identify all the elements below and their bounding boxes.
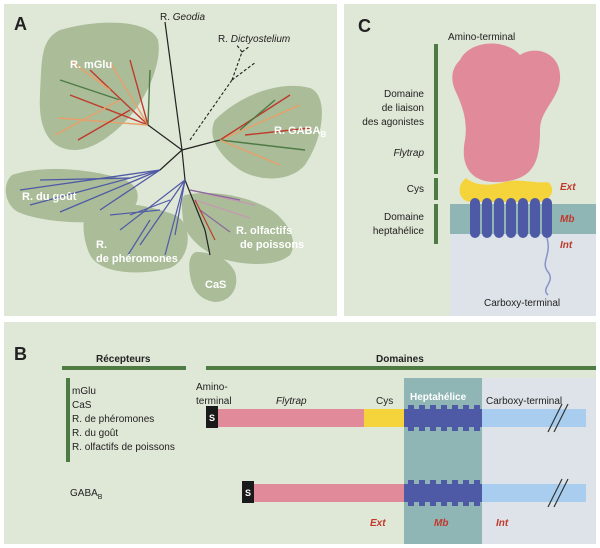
cys-bar-1 xyxy=(364,409,404,427)
pheromone-branches xyxy=(109,179,186,256)
flytrap-label-c: Flytrap xyxy=(393,148,424,159)
int-label-b: Int xyxy=(496,518,509,529)
amino-label-1: Amino- xyxy=(196,382,228,393)
recepteurs-header: Récepteurs xyxy=(96,354,151,365)
domain-bar-group: S xyxy=(206,403,586,433)
domaine-hepta-2: heptahélice xyxy=(373,226,425,237)
hepta-ticks-1 xyxy=(408,405,480,431)
receptor-item-mglu: mGlu xyxy=(72,386,96,397)
carboxy-tail xyxy=(544,237,551,296)
break-mark-2 xyxy=(547,478,569,508)
gaba-branches xyxy=(219,94,311,166)
int-label-c: Int xyxy=(560,240,573,251)
gaba-row-sub: B xyxy=(98,494,103,501)
domaine-liaison-2: de liaison xyxy=(382,103,424,114)
cys-label-b: Cys xyxy=(376,396,393,407)
receptor-item-cas: CaS xyxy=(72,400,92,411)
cys-domain-shape xyxy=(459,178,553,202)
signal-peptide-1 xyxy=(206,406,218,428)
panel-b-letter: B xyxy=(14,344,27,364)
domaines-rule xyxy=(206,366,596,370)
cluster-olfactifs xyxy=(181,193,294,264)
cas-label: CaS xyxy=(205,279,226,291)
tree-trunk xyxy=(147,21,221,256)
mglu-label: R. mGlu xyxy=(70,59,112,71)
panel-a-letter: A xyxy=(14,14,27,34)
intracellular-area xyxy=(450,234,596,316)
flytrap-bar-1 xyxy=(218,409,364,427)
gaba-label-sub: B xyxy=(320,130,326,139)
heptahelice-label: Heptahélice xyxy=(410,392,467,403)
carboxy-terminal-label-c: Carboxy-terminal xyxy=(484,298,560,309)
rule-cys xyxy=(434,178,438,200)
intracellular-column xyxy=(482,378,596,544)
gout-branches xyxy=(19,169,161,213)
amino-terminal-label: Amino-terminal xyxy=(448,32,515,43)
dicty-branch xyxy=(189,43,257,141)
cluster-mglu xyxy=(39,22,159,151)
dicty-prefix: R. xyxy=(218,34,228,45)
panel-c: C Amino-terminal Domaine de liaison des … xyxy=(344,4,596,316)
amino-label-2: terminal xyxy=(196,396,232,407)
dicty-label: R. Dictyostelium xyxy=(218,34,290,45)
domain-bar-gaba: S xyxy=(242,478,586,508)
domaine-liaison-1: Domaine xyxy=(384,89,424,100)
carboxy-bar-1 xyxy=(482,409,586,427)
gaba-row-label: GABAB xyxy=(70,488,103,501)
geodia-label: R. Geodia xyxy=(160,12,205,23)
panel-a: A R. Geodia R. Dictyostelium R. mGlu R. … xyxy=(4,4,337,316)
mb-label-b: Mb xyxy=(434,518,448,529)
pheromones-label-1: R. xyxy=(96,239,107,251)
ext-label-b: Ext xyxy=(370,518,386,529)
gaba-row-main: GABA xyxy=(70,488,98,499)
mb-label-c: Mb xyxy=(560,214,574,225)
signal-letter-2: S xyxy=(245,488,251,498)
flytrap-label-b: Flytrap xyxy=(276,396,307,407)
receptor-item-pheromones: R. de phéromones xyxy=(72,414,154,425)
pheromones-label-2: de phéromones xyxy=(96,253,178,265)
gaba-label-main: R. GABA xyxy=(274,125,321,137)
olfactifs-label-1: R. olfactifs xyxy=(236,225,292,237)
ext-label-c: Ext xyxy=(560,182,576,193)
gout-label: R. du goût xyxy=(22,191,77,203)
recepteurs-rule xyxy=(62,366,186,370)
rule-flytrap xyxy=(434,44,438,174)
domaine-hepta-1: Domaine xyxy=(384,212,424,223)
cys-label-c: Cys xyxy=(407,184,424,195)
geodia-prefix: R. xyxy=(160,12,170,23)
panel-b: B Récepteurs Domaines mGlu CaS R. de phé… xyxy=(4,322,596,544)
carboxy-bar-2 xyxy=(482,484,586,502)
signal-letter-1: S xyxy=(209,413,215,423)
domaine-liaison-3: des agonistes xyxy=(362,117,424,128)
cluster-pheromones xyxy=(83,203,188,273)
hepta-ticks-2 xyxy=(408,480,480,506)
geodia-name: Geodia xyxy=(173,12,206,23)
rule-hepta xyxy=(434,204,438,244)
receptor-item-olfactifs: R. olfactifs de poissons xyxy=(72,442,175,453)
olfactifs-label-2: de poissons xyxy=(240,239,304,251)
carboxy-label-b: Carboxy-terminal xyxy=(486,396,562,407)
heptahelix-c xyxy=(470,198,552,238)
mglu-branches xyxy=(54,59,151,141)
dicty-name: Dictyostelium xyxy=(231,34,290,45)
signal-peptide-2 xyxy=(242,481,254,503)
gaba-label: R. GABAB xyxy=(274,125,326,139)
flytrap-domain-shape xyxy=(452,43,561,183)
cluster-cas xyxy=(189,252,237,302)
receptor-item-gout: R. du goût xyxy=(72,428,118,439)
olfactifs-branches xyxy=(189,189,256,241)
flytrap-bar-2 xyxy=(254,484,404,502)
domaines-header: Domaines xyxy=(376,354,424,365)
panel-c-letter: C xyxy=(358,16,371,36)
receptor-bracket xyxy=(66,378,70,462)
break-mark-1 xyxy=(547,403,569,433)
